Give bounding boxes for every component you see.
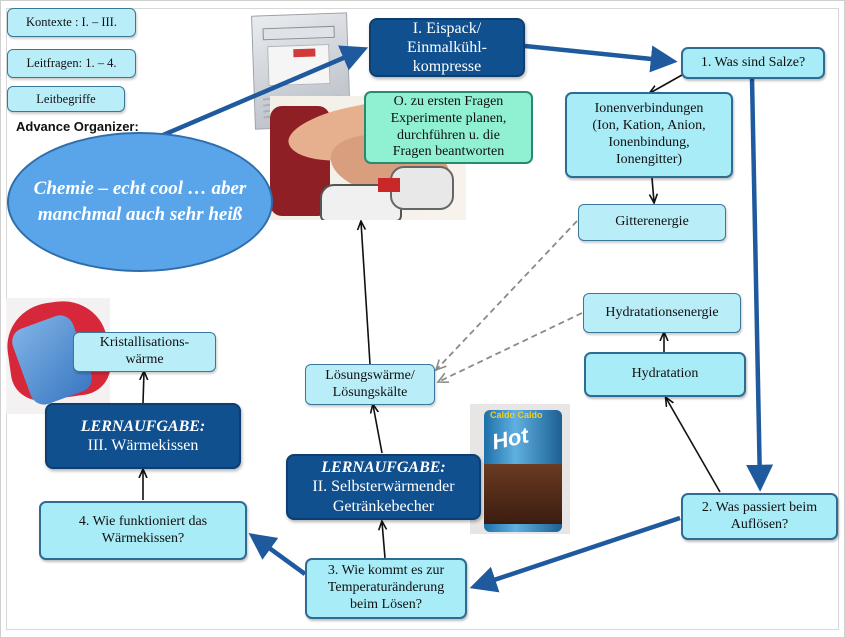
- term-lattice-energy: Gitterenergie: [578, 204, 726, 241]
- solution-heat-line1: Lösungswärme/: [325, 367, 415, 383]
- crystallization-line2: wärme: [125, 352, 164, 367]
- question-3-line1: 3. Wie kommt es zur: [327, 563, 445, 579]
- question-3: 3. Wie kommt es zur Temperaturänderung b…: [305, 558, 467, 619]
- question-2-line2: Auflösen?: [730, 516, 789, 532]
- solution-heat-line2: Lösungskälte: [332, 384, 408, 400]
- arrow-q1-to-ionic: [650, 74, 683, 93]
- term-crystallization-heat: Kristallisations- wärme: [73, 332, 216, 372]
- hydration-energy-text: Hydratationsenergie: [605, 304, 719, 320]
- question-1: 1. Was sind Salze?: [681, 47, 825, 79]
- central-topic-ellipse: Chemie – echt cool … aber manchmal auch …: [7, 132, 273, 272]
- task-2-line2: Getränkebecher: [332, 497, 435, 515]
- task-3-heading: LERNAUFGABE:: [80, 417, 206, 435]
- arrow-ionic-to-lattice: [652, 177, 654, 202]
- context-1-line1: I. Eispack/: [412, 19, 482, 37]
- legend-leitfragen-label: Leitfragen: 1. – 4.: [26, 56, 117, 70]
- crystallization-line1: Kristallisations-: [99, 335, 190, 351]
- context-1-task: O. zu ersten Fragen Experimente planen, …: [364, 91, 533, 164]
- context-1-task-line4: Fragen beantworten: [392, 144, 505, 160]
- question-4-line2: Wärmekissen?: [101, 530, 185, 546]
- task-2-heading: LERNAUFGABE:: [321, 459, 446, 477]
- cup-brand-text: Caldo Caldo: [490, 410, 543, 420]
- photo-injured-legs: [270, 96, 466, 220]
- arrow-q1-to-q2: [746, 77, 774, 492]
- arrow-eispack-to-q1: [524, 43, 678, 73]
- central-topic-text: Chemie – echt cool … aber manchmal auch …: [33, 178, 247, 225]
- task-3-heat-pad: LERNAUFGABE: III. Wärmekissen: [45, 403, 241, 469]
- dashed-hydenergy-to-solheat: [438, 312, 583, 382]
- question-3-line2: Temperaturänderung: [327, 580, 445, 596]
- context-1-line2: Einmalkühl-: [407, 38, 487, 56]
- legend-kontexte: Kontexte : I. – III.: [7, 8, 136, 37]
- ionic-line4: Ionengitter): [615, 151, 683, 167]
- hydration-text: Hydratation: [631, 366, 699, 382]
- term-solution-heat: Lösungswärme/ Lösungskälte: [305, 364, 435, 405]
- legend-leitbegriffe: Leitbegriffe: [7, 86, 125, 112]
- arrow-q2-to-hydration: [666, 398, 721, 493]
- term-hydration: Hydratation: [584, 352, 746, 397]
- ionic-line3: Ionenbindung,: [608, 135, 690, 150]
- arrow-solheat-to-legs: [361, 222, 371, 365]
- task-2-line1: II. Selbsterwärmender: [312, 478, 455, 496]
- question-4-line1: 4. Wie funktioniert das: [78, 513, 208, 529]
- advance-organizer-label: Advance Organizer:: [16, 119, 139, 134]
- context-1-task-line1: O. zu ersten Fragen: [393, 93, 504, 109]
- question-2-line1: 2. Was passiert beim: [701, 499, 818, 515]
- ionic-line1: Ionenverbindungen: [594, 101, 704, 117]
- context-1-task-line2: Experimente planen,: [390, 110, 507, 126]
- arrow-q3-to-task2: [382, 522, 385, 559]
- question-3-line3: beim Lösen?: [350, 596, 422, 612]
- term-ionic-compounds: Ionenverbindungen (Ion, Kation, Anion, I…: [565, 92, 733, 178]
- arrow-ellipse-to-eispack: [141, 45, 369, 147]
- question-2: 2. Was passiert beim Auflösen?: [681, 493, 838, 540]
- term-hydration-energy: Hydratationsenergie: [583, 293, 741, 333]
- legend-leitbegriffe-label: Leitbegriffe: [36, 91, 96, 106]
- task-3-line1: III. Wärmekissen: [87, 437, 199, 454]
- arrow-task2-to-solheat: [373, 405, 383, 454]
- ionic-line2: (Ion, Kation, Anion,: [592, 118, 706, 134]
- arrow-task3-to-crystal: [143, 372, 144, 404]
- task-2-drink-cup: LERNAUFGABE: II. Selbsterwärmender Geträ…: [286, 454, 481, 520]
- question-4: 4. Wie funktioniert das Wärmekissen?: [39, 501, 247, 560]
- legend-leitfragen: Leitfragen: 1. – 4.: [7, 49, 136, 78]
- context-1-eispack: I. Eispack/ Einmalkühl- kompresse: [369, 18, 525, 77]
- context-1-task-line3: durchführen u. die: [396, 127, 501, 143]
- legend-kontexte-label: Kontexte : I. – III.: [26, 15, 117, 29]
- question-1-text: 1. Was sind Salze?: [700, 54, 806, 70]
- lattice-energy-text: Gitterenergie: [615, 214, 689, 230]
- arrow-q2-to-q3: [469, 515, 681, 593]
- photo-hot-chocolate-cup: Caldo Caldo Hot: [470, 404, 570, 534]
- context-1-line3: kompresse: [412, 58, 482, 76]
- arrow-q3-to-q4: [248, 533, 307, 576]
- dashed-lattice-to-solheat: [436, 220, 578, 370]
